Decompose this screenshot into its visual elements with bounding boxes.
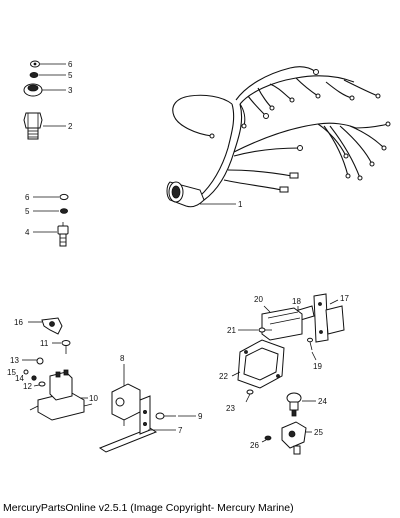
callout-5-lower: 5 [25,207,30,216]
callout-20: 20 [254,295,263,304]
callout-7: 7 [178,426,183,435]
voltage-regulator-22 [237,339,285,389]
nut-6-lower [59,193,69,201]
sender-25 [281,421,307,455]
mounting-plate-17 [313,293,345,343]
washer-15 [23,369,29,375]
relay-8 [111,383,141,426]
washer-12 [38,381,46,387]
switch-24 [286,392,302,417]
oil-pressure-switch-4 [57,222,69,247]
screw-23 [245,389,254,403]
sender-body-2 [23,112,43,140]
washer-26 [264,435,272,441]
callout-22: 22 [219,372,228,381]
screw-11 [61,340,71,354]
callout-6-lower: 6 [25,193,30,202]
screw-19 [307,337,313,351]
starter-solenoid-10 [29,369,93,421]
screw-9 [155,412,176,420]
callout-4: 4 [25,228,30,237]
callout-23: 23 [226,404,235,413]
washer-5-lower [60,208,69,214]
temperature-sender-cap-3 [23,83,43,97]
callout-10: 10 [89,394,98,403]
callout-21: 21 [227,326,236,335]
callout-13: 13 [10,356,19,365]
callout-1: 1 [238,200,243,209]
clamp-16 [41,317,63,335]
callout-17: 17 [340,294,349,303]
nut-13 [36,357,44,365]
bracket-7 [98,395,158,453]
image-caption: MercuryPartsOnline v2.5.1 (Image Copyrig… [3,502,294,514]
callout-16: 16 [14,318,23,327]
callout-25: 25 [314,428,323,437]
washer-5-upper [29,72,39,79]
callout-26: 26 [250,441,259,450]
callout-6-upper: 6 [68,60,73,69]
rectifier-20 [261,307,303,341]
callout-8: 8 [120,354,125,363]
callout-15: 15 [7,368,16,377]
callout-18: 18 [292,297,301,306]
wiring-harness-1 [166,66,391,208]
callout-5-upper: 5 [68,71,73,80]
callout-2: 2 [68,122,73,131]
callout-11: 11 [40,339,49,348]
callout-3: 3 [68,86,73,95]
nut-6-upper [30,60,40,68]
callout-14: 14 [15,374,24,383]
callout-24: 24 [318,397,327,406]
screw-21 [258,327,272,333]
nut-14 [31,375,37,381]
callout-9: 9 [198,412,203,421]
callout-19: 19 [313,362,322,371]
callout-12: 12 [23,382,32,391]
